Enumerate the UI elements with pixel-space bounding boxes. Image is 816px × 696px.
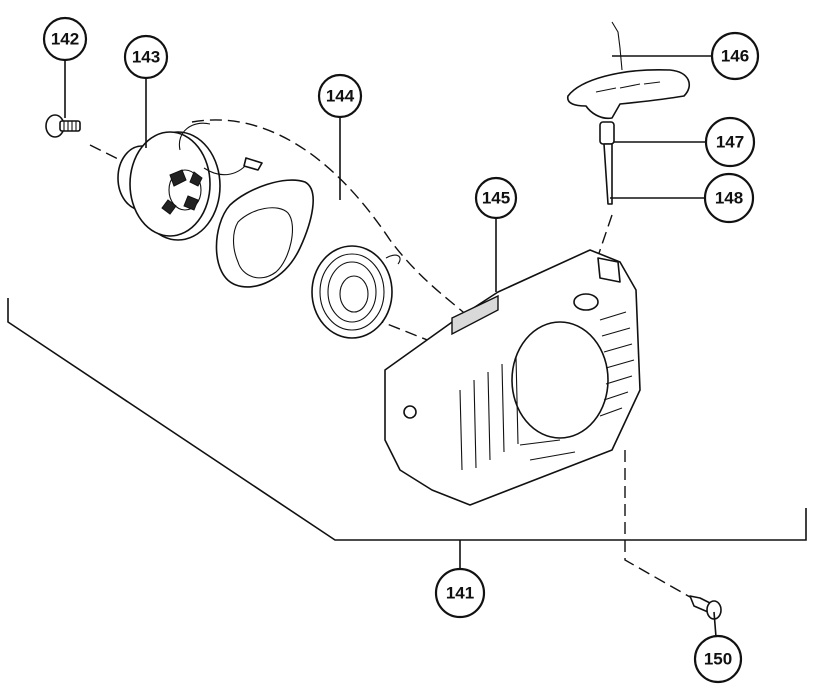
- callout-147: 147: [704, 116, 756, 168]
- callout-141: 141: [434, 567, 486, 619]
- callout-148: 148: [703, 172, 755, 224]
- callout-148-label: 148: [715, 189, 743, 208]
- callout-144: 144: [317, 73, 363, 119]
- callout-147-label: 147: [716, 133, 744, 152]
- callout-146-label: 146: [721, 47, 749, 66]
- callout-150-label: 150: [704, 650, 732, 669]
- screw-142-part: [45, 114, 81, 138]
- callout-145: 145: [474, 176, 518, 220]
- callout-141-label: 141: [446, 584, 474, 603]
- leader-lines: [64, 55, 717, 638]
- callout-146: 146: [710, 31, 760, 81]
- callout-143-label: 143: [132, 48, 160, 67]
- pulley-143-part: [117, 122, 263, 241]
- callout-150: 150: [693, 634, 743, 684]
- callout-143: 143: [123, 34, 169, 80]
- callout-142-label: 142: [51, 30, 79, 49]
- callout-142: 142: [42, 16, 88, 62]
- screw-150-part: [689, 595, 722, 620]
- callout-144-label: 144: [326, 87, 355, 106]
- handle-146-147-148-part: [566, 21, 691, 205]
- callout-145-label: 145: [482, 189, 510, 208]
- housing-145-part: [384, 249, 641, 506]
- spring-144-part: [215, 179, 401, 339]
- assembly-bracket: [7, 298, 807, 568]
